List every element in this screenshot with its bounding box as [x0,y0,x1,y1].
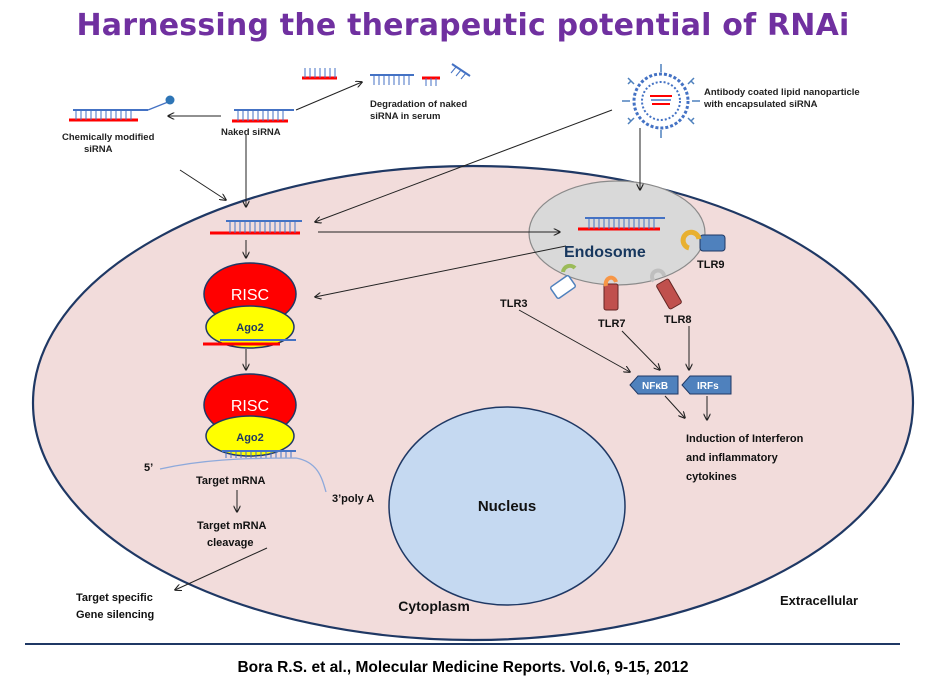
label-chemically-modified: Chemically modified [62,132,155,143]
endosomal-sirna-icon [578,217,665,231]
cytoplasmic-sirna-icon [210,220,302,235]
nfkb-box [629,375,679,395]
label-degradation: Degradation of naked [370,99,467,110]
nucleus [388,406,626,606]
tlr3-label: TLR3 [500,298,528,310]
risc-complex-2 [203,373,297,458]
target-mrna-strand [159,457,327,493]
tlr9-receptor-icon [680,229,726,252]
irfs-label: IRFs [697,381,719,392]
risc-label-1: RISC [231,287,269,304]
cytoplasm-label: Cytoplasm [398,598,470,614]
footer-divider [25,643,900,645]
pathway-arrows [168,82,707,590]
lipid-nanoparticle-icon [622,64,700,138]
nucleus-label: Nucleus [478,498,536,515]
degraded-sirna-fragments-icon [302,63,471,86]
cleavage-label-2: cleavage [207,537,253,549]
citation: Bora R.S. et al., Molecular Medicine Rep… [237,659,689,676]
tlr9-label: TLR9 [697,259,725,271]
risc-complex-1 [203,262,297,349]
label-degradation-serum: siRNA in serum [370,111,440,122]
irfs-box [681,375,732,395]
three-poly-a-label: 3’poly A [332,493,374,505]
page-title: Harnessing the therapeutic potential of … [76,8,850,43]
tlr8-label: TLR8 [664,314,692,326]
induction-label-2: and inflammatory [686,452,779,464]
label-nanoparticle: Antibody coated lipid nanoparticle [704,87,860,98]
silencing-label-2: Gene silencing [76,609,154,621]
nfkb-label: NFκB [642,381,668,392]
naked-sirna-icon [232,109,294,123]
silencing-label: Target specific [76,592,153,604]
extracellular-label: Extracellular [780,593,858,608]
cleavage-label: Target mRNA [197,520,267,532]
risc-label-2: RISC [231,398,269,415]
target-mrna-label: Target mRNA [196,475,266,487]
label-chemically-modified-sirna: siRNA [84,144,113,155]
ago2-label-1: Ago2 [236,322,264,334]
label-naked-sirna: Naked siRNA [221,127,281,138]
label-nanoparticle-encapsulated: with encapsulated siRNA [703,99,818,110]
ago2-label-2: Ago2 [236,432,264,444]
chemically-modified-sirna-icon [69,95,175,122]
tlr7-label: TLR7 [598,318,626,330]
endosome-label: Endosome [564,244,646,261]
tlr8-receptor-icon [650,268,682,310]
induction-label-3: cytokines [686,471,737,483]
endosome [528,180,706,286]
tlr3-receptor-icon [550,263,577,300]
induction-label: Induction of Interferon [686,433,804,445]
five-prime-label: 5’ [144,462,153,474]
tlr7-receptor-icon [603,275,619,311]
